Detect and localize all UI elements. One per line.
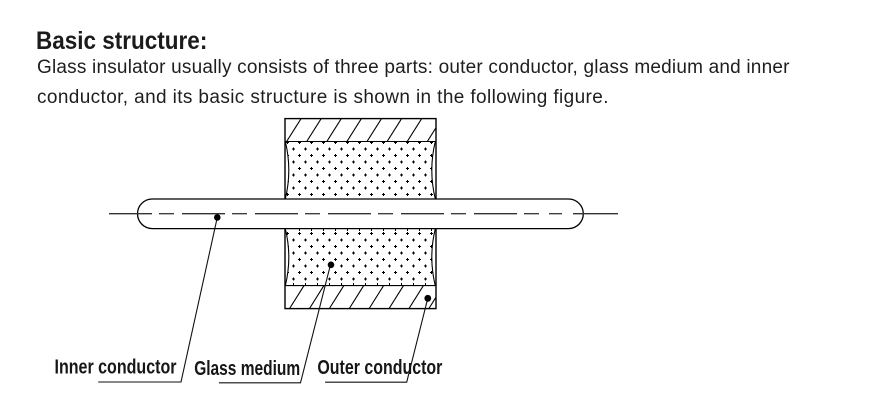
- svg-text:Glass medium: Glass medium: [194, 358, 300, 380]
- svg-text:Inner conductor: Inner conductor: [55, 356, 177, 378]
- svg-text:Outer conductor: Outer conductor: [317, 357, 442, 379]
